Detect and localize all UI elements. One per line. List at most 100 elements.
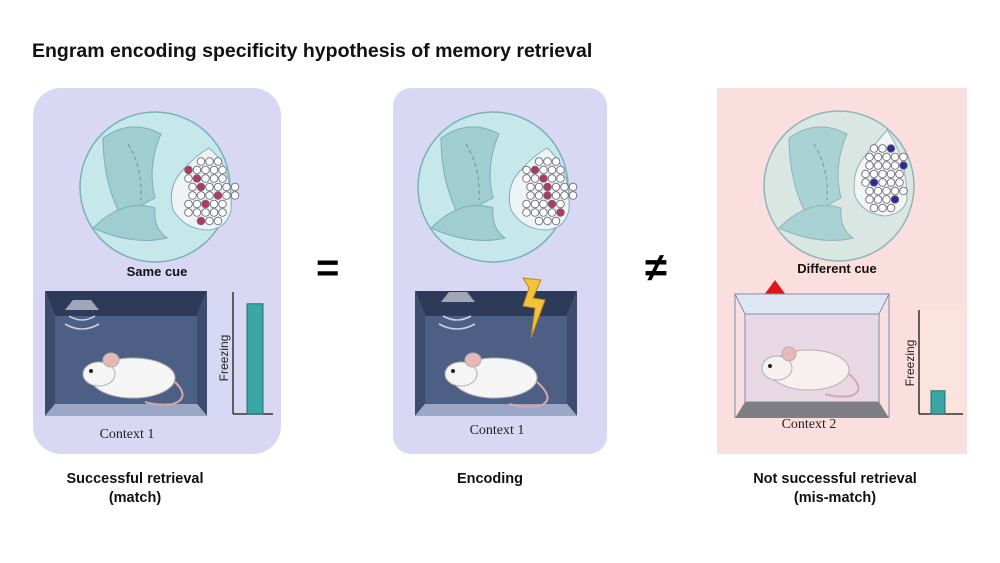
neuron-cell xyxy=(865,186,874,196)
figure-title: Engram encoding specificity hypothesis o… xyxy=(32,40,593,62)
neuron-cell xyxy=(192,174,202,183)
neuron-cell xyxy=(890,195,900,204)
caption-retrieval-line1: Successful retrieval xyxy=(66,471,204,487)
freezing-bar-retrieval xyxy=(246,303,264,415)
neuron-cell xyxy=(196,216,206,226)
freezing-axis-label-retrieval: Freezing xyxy=(217,335,231,382)
neuron-cell xyxy=(213,216,223,226)
brain-circle-retrieval xyxy=(79,111,240,263)
neuron-cell xyxy=(878,169,887,179)
neuron-cell xyxy=(882,186,891,196)
neuron-cell xyxy=(534,157,544,166)
neuron-cell xyxy=(213,191,223,200)
context-label-encoding: Context 1 xyxy=(470,423,525,438)
neuron-cell xyxy=(184,208,193,217)
neuron-cell xyxy=(192,199,202,209)
neuron-cell xyxy=(882,195,891,204)
neuron-cell xyxy=(192,208,202,217)
neuron-cell xyxy=(865,195,874,204)
neuron-cell xyxy=(522,174,531,183)
neuron-cell xyxy=(534,182,544,192)
neuron-cell xyxy=(218,165,227,175)
caption-mismatch: Not successful retrieval (mis-match) xyxy=(720,470,950,508)
neuron-cell xyxy=(547,208,557,217)
neuron-cell xyxy=(895,169,904,179)
neuron-cell xyxy=(869,178,879,187)
neuron-cell xyxy=(230,182,240,192)
caption-mismatch-line1: Not successful retrieval xyxy=(753,471,917,487)
neuron-cell xyxy=(222,191,231,200)
context-label-mismatch: Context 2 xyxy=(782,417,837,432)
freezing-bar-chart-mismatch: Freezing xyxy=(903,310,964,415)
neuron-cell xyxy=(526,182,535,192)
neuron-cell xyxy=(218,199,227,209)
neuron-cell xyxy=(539,199,548,209)
neuron-cell xyxy=(873,186,883,196)
lamp-icon xyxy=(65,300,99,310)
neuron-cell xyxy=(882,152,891,162)
retrieval-panel: Same cue Context 1 Freezing xyxy=(33,88,281,454)
neuron-cell xyxy=(184,199,193,209)
freezing-axis-label-mismatch: Freezing xyxy=(903,340,917,387)
caption-retrieval-line2: (match) xyxy=(108,490,162,506)
mouse-icon-retrieval xyxy=(82,352,184,406)
neuron-cell xyxy=(205,182,214,192)
neuron-cell xyxy=(886,169,896,179)
neuron-cell xyxy=(530,208,540,217)
shock-lightning-icon xyxy=(522,277,546,339)
caption-retrieval: Successful retrieval (match) xyxy=(40,470,230,508)
neuron-cell xyxy=(895,178,904,187)
cell-cluster-encoding xyxy=(522,157,578,226)
neuron-cell xyxy=(869,169,879,179)
neuron-cell xyxy=(201,199,210,209)
neuron-cell xyxy=(547,165,557,175)
neuron-cell xyxy=(865,161,874,170)
neuron-cell xyxy=(899,186,908,196)
neuron-cell xyxy=(534,216,544,226)
neuron-cell xyxy=(547,174,557,183)
neuron-cell xyxy=(869,144,879,153)
cue-label-retrieval: Same cue xyxy=(127,264,188,279)
neuron-cell xyxy=(201,208,210,217)
mismatch-panel: Different cue Context 2 Freezing xyxy=(717,88,967,454)
neuron-cell xyxy=(873,161,883,170)
neuron-cell xyxy=(201,165,210,175)
neuron-cell xyxy=(205,157,214,166)
neuron-cell xyxy=(560,182,569,192)
brain-circle-mismatch xyxy=(763,110,915,262)
neuron-cell xyxy=(878,178,887,187)
neuron-cell xyxy=(873,152,883,162)
caption-mismatch-line2: (mis-match) xyxy=(793,490,877,506)
neuron-cell xyxy=(568,191,578,200)
neuron-cell xyxy=(530,165,540,175)
neuron-cell xyxy=(865,152,874,162)
neuron-cell xyxy=(551,157,561,166)
context-label-retrieval: Context 1 xyxy=(100,427,155,442)
neuron-cell xyxy=(522,208,531,217)
neuron-cell xyxy=(878,144,887,153)
neuron-cell xyxy=(188,182,197,192)
equals-symbol: = xyxy=(316,246,340,290)
brain-circle-encoding xyxy=(417,111,578,263)
neuron-cell xyxy=(205,216,214,226)
neuron-cell xyxy=(882,161,891,170)
cue-label-mismatch: Different cue xyxy=(797,261,876,276)
neuron-cell xyxy=(209,165,219,175)
neuron-cell xyxy=(222,182,231,192)
neuron-cell xyxy=(188,191,197,200)
neuron-cell xyxy=(543,182,552,192)
neuron-cell xyxy=(873,195,883,204)
neuron-cell xyxy=(201,174,210,183)
freezing-bar-chart-retrieval: Freezing xyxy=(217,292,273,415)
neuron-cell xyxy=(551,182,561,192)
neuron-cell xyxy=(539,174,548,183)
neuron-cell xyxy=(184,165,193,175)
neuron-cell xyxy=(886,203,896,213)
neuron-cell xyxy=(192,165,202,175)
neuron-cell xyxy=(522,165,531,175)
not-equals-symbol: ≠ xyxy=(645,246,667,290)
caption-encoding: Encoding xyxy=(400,470,580,489)
neuron-cell xyxy=(218,208,227,217)
neuron-cell xyxy=(890,161,900,170)
neuron-cell xyxy=(568,182,578,192)
